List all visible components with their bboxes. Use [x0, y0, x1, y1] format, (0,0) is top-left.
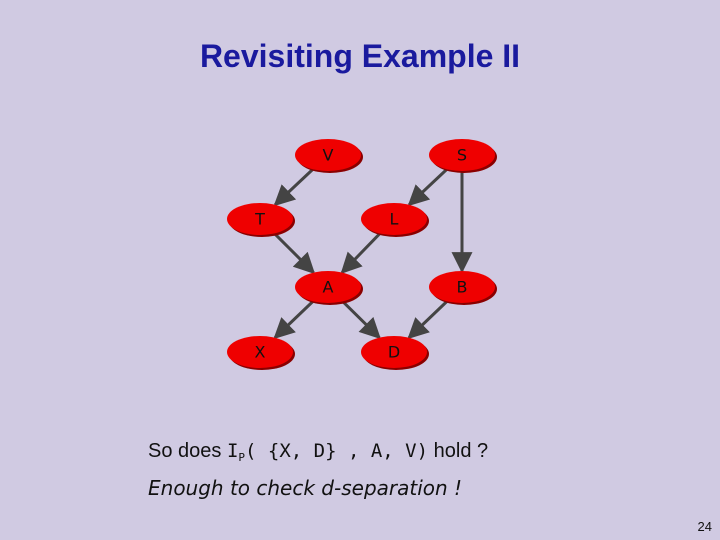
- edges-layer: [273, 168, 473, 340]
- node-ellipse-T: [227, 203, 293, 235]
- node-label-A: A: [323, 278, 334, 297]
- node-label-D: D: [388, 343, 400, 362]
- hint-text: Enough to check d-separation !: [148, 476, 463, 500]
- question-I: I: [226, 440, 239, 462]
- nodes-layer: V S T L A B X D: [227, 139, 497, 370]
- edge-A-X: [273, 300, 315, 340]
- node-label-S: S: [457, 146, 467, 165]
- node-label-X: X: [255, 343, 266, 362]
- edge-B-D: [407, 300, 449, 340]
- node-ellipse-X: [227, 336, 293, 368]
- node-X: X: [227, 336, 295, 370]
- edge-A-D: [341, 300, 381, 340]
- node-ellipse-S: [429, 139, 495, 171]
- slide-title: Revisiting Example II: [199, 38, 521, 74]
- edge-V-T: [273, 168, 314, 207]
- node-ellipse-A: [295, 271, 361, 303]
- question-text: So does IP( {X, D} , A, V) hold ?: [148, 440, 488, 464]
- question-subscript: P: [238, 451, 246, 464]
- node-D: D: [361, 336, 429, 370]
- node-L: L: [361, 203, 429, 237]
- node-ellipse-V: [295, 139, 361, 171]
- page-number: 24: [697, 519, 712, 534]
- node-ellipse-L: [361, 203, 427, 235]
- question-suffix: hold ?: [433, 440, 489, 462]
- edge-L-A: [340, 232, 382, 275]
- node-ellipse-B: [429, 271, 495, 303]
- node-label-B: B: [457, 278, 468, 297]
- edge-T-A: [273, 232, 316, 275]
- node-B: B: [429, 271, 497, 305]
- node-A: A: [295, 271, 363, 305]
- node-ellipse-D: [361, 336, 427, 368]
- node-T: T: [227, 203, 295, 237]
- node-label-T: T: [254, 210, 265, 229]
- node-S: S: [429, 139, 497, 173]
- node-label-V: V: [323, 146, 334, 165]
- node-V: V: [295, 139, 363, 173]
- question-prefix: So does: [148, 440, 222, 462]
- edge-S-L: [407, 168, 448, 207]
- question-args: ( {X, D} , A, V): [245, 440, 429, 462]
- node-label-L: L: [390, 210, 399, 229]
